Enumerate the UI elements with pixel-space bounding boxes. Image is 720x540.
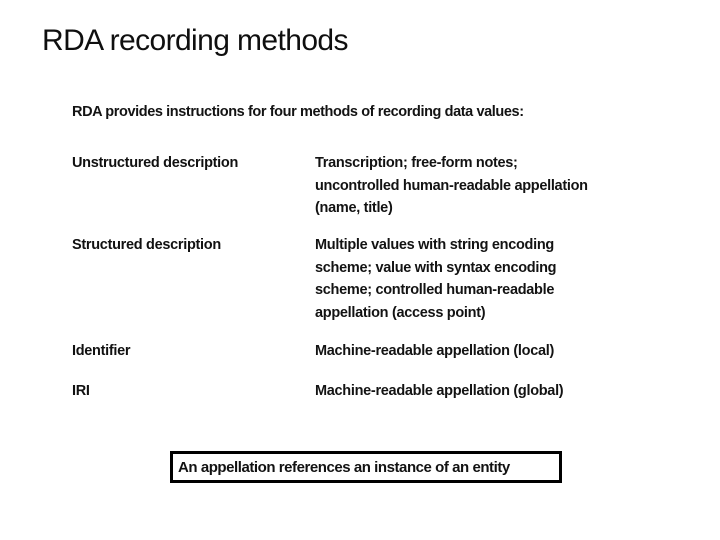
callout-text: An appellation references an instance of… [178, 458, 510, 476]
callout-box: An appellation references an instance of… [170, 451, 562, 483]
method-term: Identifier [72, 343, 131, 359]
method-term: Structured description [72, 237, 221, 253]
intro-text: RDA provides instructions for four metho… [72, 104, 524, 120]
method-description: Machine-readable appellation (local) [315, 343, 554, 359]
method-description: Multiple values with string encoding sch… [315, 237, 557, 321]
method-description: Transcription; free-form notes; uncontro… [315, 155, 588, 216]
method-term: IRI [72, 383, 90, 399]
method-term: Unstructured description [72, 155, 239, 171]
method-description: Machine-readable appellation (global) [315, 383, 564, 399]
slide-title: RDA recording methods [42, 24, 348, 57]
